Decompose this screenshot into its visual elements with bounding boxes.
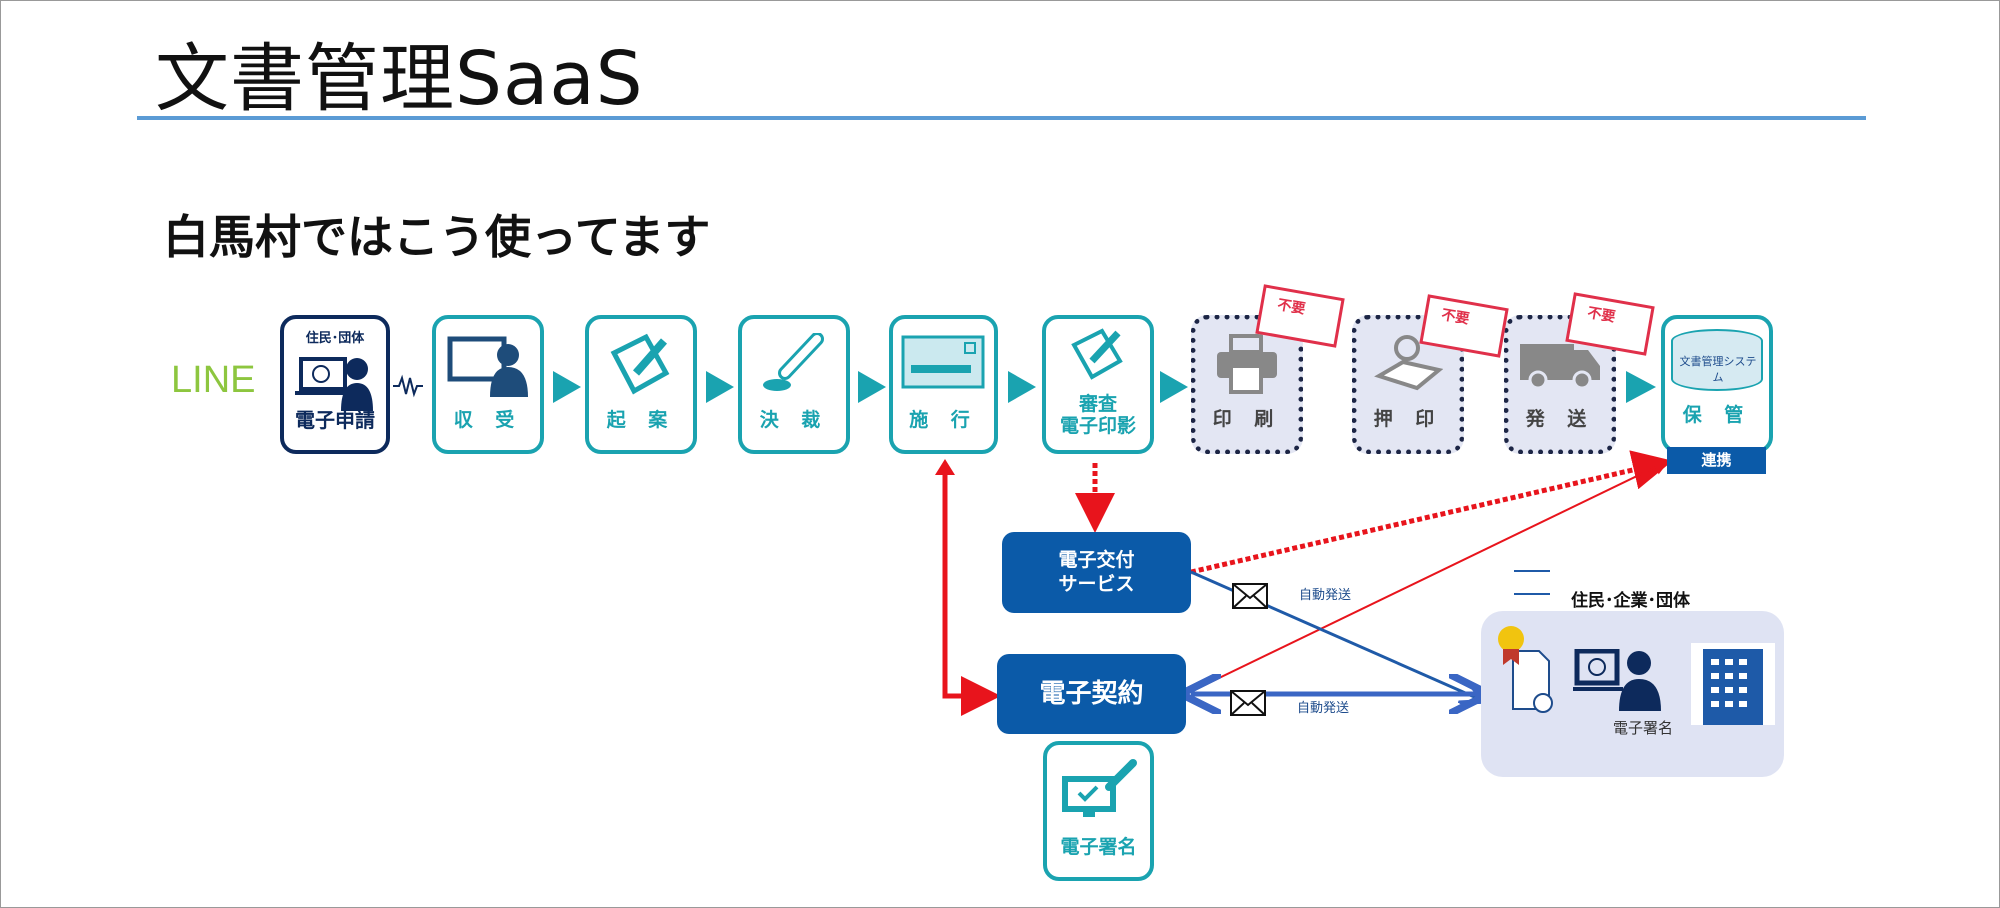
auto-send-label: 自動発送 bbox=[1299, 588, 1352, 603]
e-application-box: 住民･団体 電子申請 bbox=[280, 315, 390, 454]
printer-icon bbox=[1217, 334, 1277, 394]
step-draft: 起 案 bbox=[585, 315, 697, 454]
envelope-icon bbox=[1232, 583, 1268, 609]
person-computer-icon bbox=[1573, 649, 1661, 711]
step-label: 発 送 bbox=[1525, 408, 1595, 431]
step-approve: 決 裁 bbox=[738, 315, 850, 454]
applicant-label: 住民･団体 bbox=[305, 331, 365, 346]
red-dotted-delivery-storage bbox=[1190, 450, 1673, 575]
step-label: 電子申請 bbox=[295, 408, 375, 432]
e-signature-box: 電子署名 bbox=[1043, 741, 1154, 881]
person-computer-icon bbox=[447, 336, 528, 397]
envelope-icon bbox=[1230, 690, 1266, 716]
seal-stamp-icon bbox=[763, 333, 824, 391]
step-label: 印 刷 bbox=[1212, 408, 1282, 431]
step-execute: 施 行 bbox=[889, 315, 998, 454]
line-label: LINE bbox=[171, 359, 256, 401]
step-label: 施 行 bbox=[909, 409, 978, 432]
recipients-title: 住民･企業･団体 bbox=[1571, 591, 1690, 611]
database-label: 文書管理システム bbox=[1679, 355, 1757, 384]
document-pen-icon bbox=[1071, 328, 1123, 380]
auto-send-label: 自動発送 bbox=[1297, 701, 1350, 716]
link-badge: 連携 bbox=[1667, 447, 1766, 474]
step-label: 収 受 bbox=[453, 409, 523, 432]
document-pen-icon bbox=[610, 333, 670, 395]
e-signature-label: 電子署名 bbox=[1613, 719, 1674, 737]
step-review-seal: 審査 電子印影 bbox=[1042, 315, 1154, 454]
step-label: 審査 電子印影 bbox=[1059, 393, 1136, 438]
step-storage: 文書管理システム 保 管 bbox=[1661, 315, 1773, 453]
step-receive: 収 受 bbox=[432, 315, 544, 454]
office-building-icon bbox=[1691, 643, 1775, 725]
step-label: 保 管 bbox=[1682, 404, 1752, 427]
flow-arrows bbox=[553, 371, 1656, 403]
step-label: 電子署名 bbox=[1060, 836, 1137, 859]
person-computer-icon bbox=[295, 357, 373, 411]
document-card-icon bbox=[901, 335, 984, 389]
step-stamp: 押 印 bbox=[1352, 315, 1464, 454]
hanko-icon bbox=[1374, 335, 1443, 391]
certificate-document-icon bbox=[1498, 626, 1553, 713]
red-line-contract-storage bbox=[1185, 460, 1670, 695]
e-delivery-service-box: 電子交付 サービス bbox=[1002, 532, 1191, 613]
page-subtitle: 白馬村ではこう使ってます bbox=[163, 210, 711, 264]
red-arrow-execute-contract bbox=[942, 471, 1001, 716]
signature-monitor-icon bbox=[1061, 759, 1137, 817]
e-contract-box: 電子契約 bbox=[997, 654, 1186, 734]
wave-icon bbox=[393, 374, 423, 398]
step-label: 決 裁 bbox=[759, 409, 829, 432]
step-label: 押 印 bbox=[1373, 408, 1443, 431]
database-icon bbox=[1671, 329, 1763, 391]
step-send: 発 送 bbox=[1504, 315, 1616, 454]
delivery-truck-icon bbox=[1520, 344, 1600, 390]
page-title: 文書管理SaaS bbox=[155, 36, 644, 122]
step-label: 起 案 bbox=[606, 409, 676, 432]
title-divider bbox=[137, 116, 1866, 120]
recipients-panel: 電子署名 bbox=[1481, 611, 1784, 777]
